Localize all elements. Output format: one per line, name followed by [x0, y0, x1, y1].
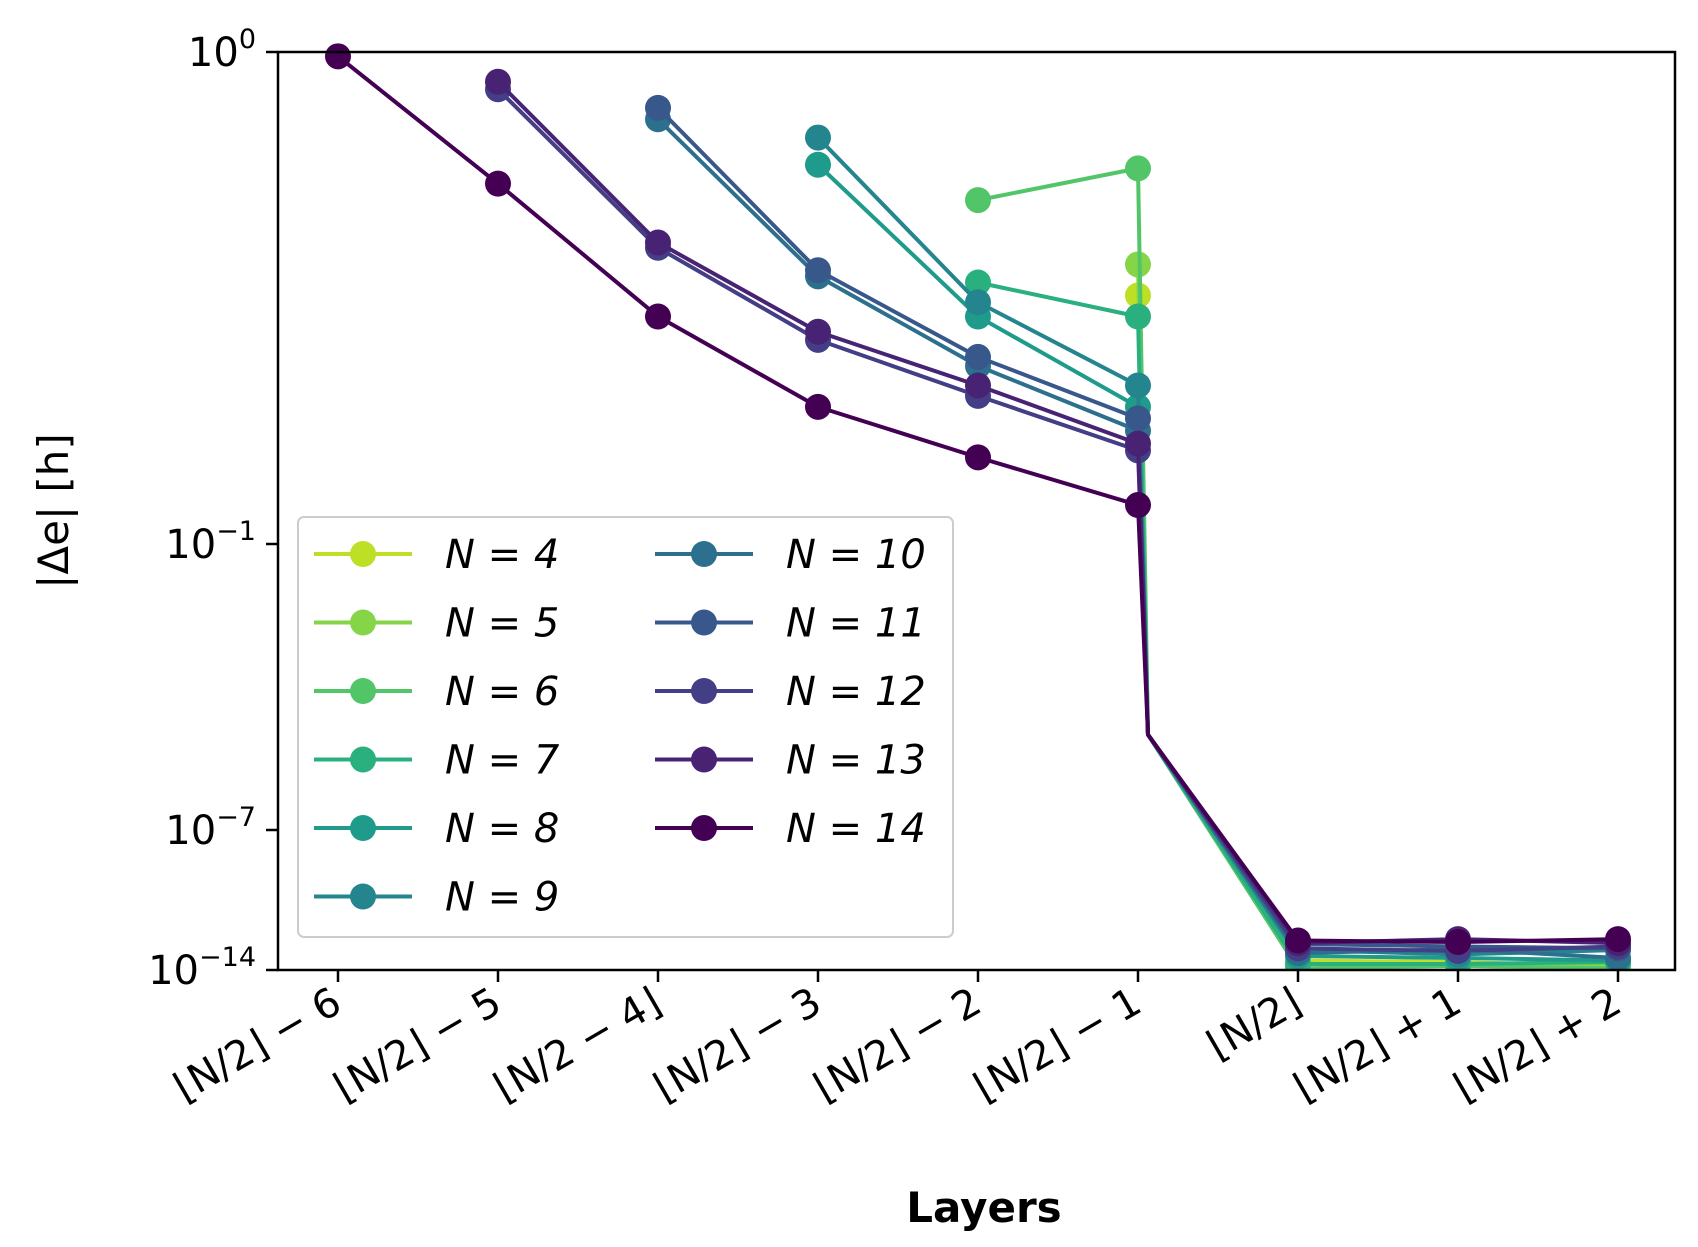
legend-marker — [350, 815, 376, 841]
legend-label: N = 6 — [445, 669, 559, 715]
legend-item: N = 12 — [655, 669, 926, 715]
data-point — [325, 43, 351, 70]
data-point — [965, 269, 991, 296]
plot-frame — [276, 50, 1677, 972]
legend-marker — [691, 609, 717, 636]
legend-item: N = 4 — [314, 532, 559, 578]
legend-marker — [691, 746, 717, 773]
legend-label: N = 7 — [445, 738, 560, 784]
legend-marker — [350, 609, 376, 636]
data-point — [485, 68, 511, 95]
legend-item: N = 14 — [655, 806, 926, 852]
legend-label: N = 10 — [786, 532, 926, 578]
y-tick-label: 100 — [188, 24, 256, 76]
data-point — [805, 393, 831, 420]
data-point — [1285, 927, 1311, 954]
y-axis-title: |Δe| [h] — [29, 433, 78, 589]
legend-label: N = 4 — [445, 532, 559, 578]
data-point — [1445, 929, 1471, 956]
data-point — [965, 444, 991, 471]
legend-item: N = 8 — [314, 806, 559, 852]
data-point — [805, 124, 831, 151]
data-point — [1605, 926, 1631, 953]
y-axis: 100 10−1 10−7 10−14 — [148, 24, 278, 994]
data-point — [1125, 155, 1151, 182]
legend-label: N = 11 — [786, 601, 926, 647]
legend-item: N = 11 — [655, 601, 926, 647]
legend-marker — [691, 678, 717, 704]
legend-item: N = 10 — [655, 532, 926, 578]
legend-marker — [691, 815, 717, 841]
data-point — [805, 257, 831, 284]
data-point — [965, 343, 991, 370]
y-tick-label: 10−1 — [165, 516, 256, 568]
data-point — [1125, 430, 1151, 457]
legend-item: N = 5 — [314, 601, 559, 647]
y-tick-label: 10−7 — [165, 802, 256, 854]
series-line — [336, 54, 1619, 945]
legend-label: N = 14 — [786, 806, 926, 852]
series-line — [977, 280, 1619, 966]
legend-marker — [350, 678, 376, 704]
data-point — [805, 318, 831, 345]
legend-label: N = 13 — [786, 738, 926, 784]
legend-label: N = 9 — [445, 875, 559, 921]
data-point — [645, 303, 671, 330]
legend-marker — [350, 541, 376, 567]
legend-label: N = 12 — [786, 669, 926, 715]
data-point — [1125, 405, 1151, 432]
plot-area — [276, 43, 1677, 972]
legend-marker — [691, 541, 717, 567]
series-layer — [325, 43, 1631, 970]
data-point — [485, 170, 511, 197]
data-point — [1125, 372, 1151, 399]
legend-item: N = 7 — [314, 738, 560, 784]
data-point — [965, 372, 991, 399]
data-point — [965, 187, 991, 214]
legend-item: N = 6 — [314, 669, 559, 715]
data-point — [1125, 303, 1151, 330]
legend-label: N = 8 — [445, 806, 559, 852]
legend: N = 4 N = 5 N = 6 N = 7 N = 8 N = 9 N = 10 N = … — [297, 516, 954, 938]
legend-marker — [350, 883, 376, 910]
data-point — [1125, 492, 1151, 519]
legend-item: N = 9 — [314, 875, 559, 921]
y-tick-label: 10−14 — [148, 942, 256, 994]
legend-box — [297, 516, 954, 938]
legend-marker — [350, 746, 376, 773]
data-point — [645, 229, 671, 256]
x-axis-title: Layers — [906, 1183, 1061, 1232]
data-point — [645, 94, 671, 121]
legend-label: N = 5 — [445, 601, 559, 647]
series-n14 — [325, 43, 1631, 956]
data-point — [805, 151, 831, 178]
data-point — [965, 289, 991, 316]
legend-item: N = 13 — [655, 738, 926, 784]
